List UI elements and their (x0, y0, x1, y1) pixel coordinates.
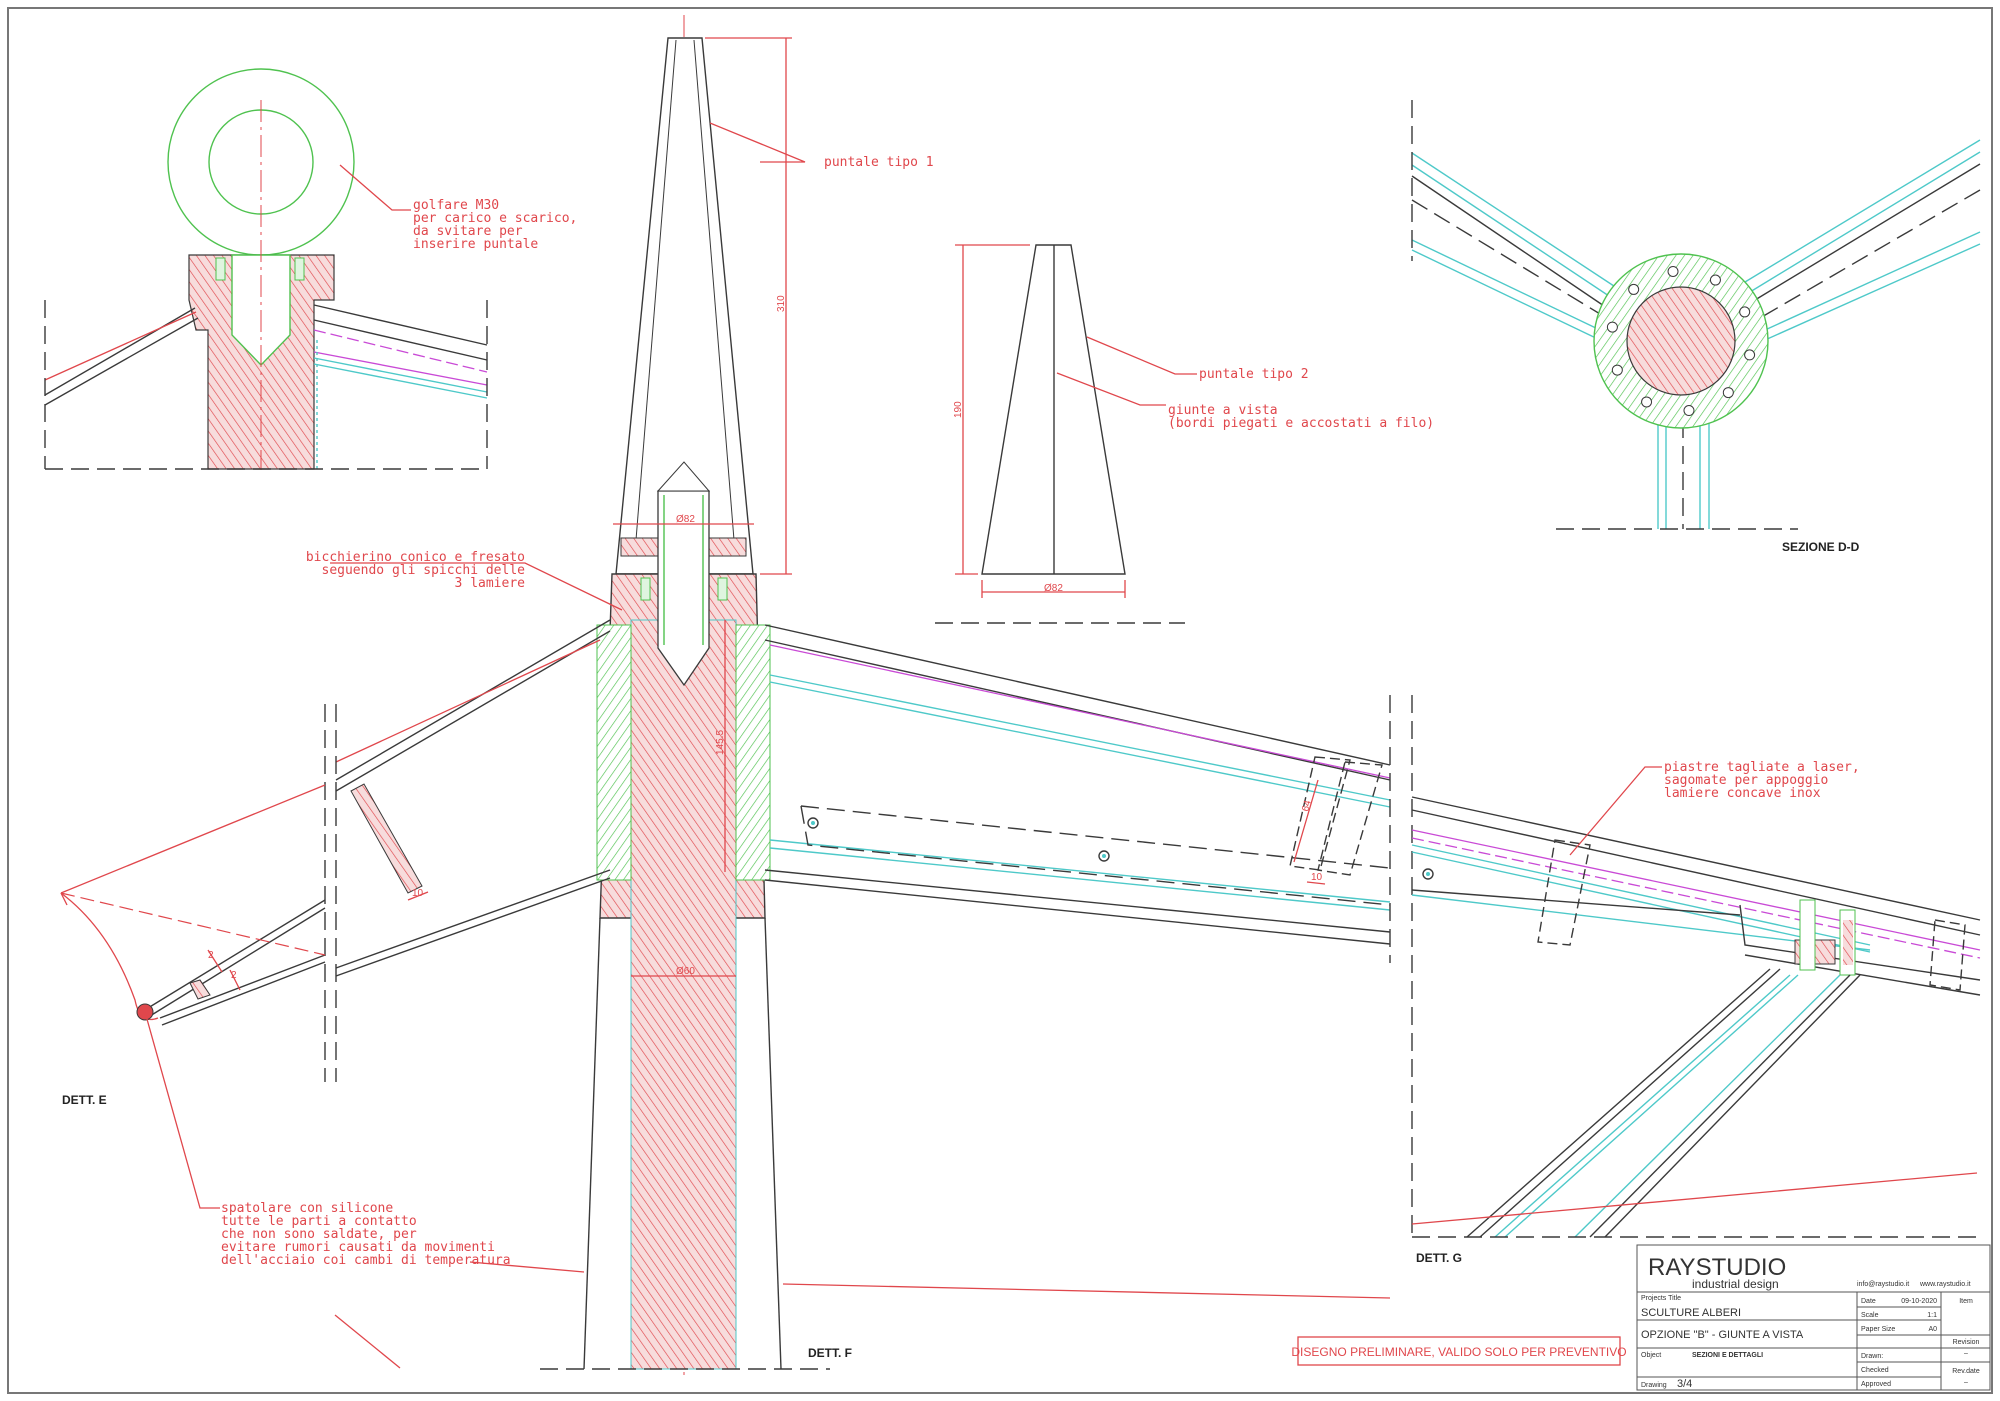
company-tagline: industrial design (1692, 1277, 1779, 1291)
bolt-hole (1667, 265, 1679, 277)
dim-gap-b: 2 (231, 970, 237, 981)
project-subtitle: OPZIONE "B" - GIUNTE A VISTA (1641, 1329, 1804, 1341)
right-arm: 64 10 (764, 624, 1391, 1299)
detail-g (1411, 695, 1981, 1238)
dim-height-tipo2: 190 (953, 401, 964, 418)
annotation-puntale-tipo-2: puntale tipo 2 (1199, 367, 1309, 382)
sheet-border (7, 7, 1993, 1394)
dim-plate-thk: 10 (1311, 872, 1323, 883)
dim-dia-tipo2: Ø82 (1044, 583, 1063, 594)
green-plate-right (735, 624, 771, 881)
hatched-strip (350, 783, 423, 894)
screw (294, 257, 305, 281)
note-line: che non sono saldate, per (221, 1227, 417, 1242)
note-line: per carico e scarico, (413, 211, 577, 226)
screw (215, 257, 226, 281)
annotation-puntale-tipo-1: puntale tipo 1 (824, 155, 934, 170)
note-line: inserire puntale (413, 237, 538, 252)
bolt-ring (1606, 265, 1756, 417)
section-pole (1626, 286, 1736, 396)
note-line: lamiere concave inox (1664, 786, 1821, 801)
annotation-giunte-line: giunte a vista (1168, 403, 1278, 418)
note-line: golfare M30 (413, 198, 499, 213)
note-line: evitare rumori causati da movimenti (221, 1240, 495, 1255)
rev-date-label: Rev.date (1952, 1368, 1980, 1375)
annotation-giunte-line: (bordi piegati e accostati a filo) (1168, 416, 1434, 431)
bolt-hole (1606, 321, 1618, 333)
company-email: info@raystudio.it (1857, 1281, 1909, 1288)
annotation-golfare: golfare M30 per carico e scarico, da svi… (413, 198, 577, 252)
paper-label: Paper Size (1861, 1326, 1895, 1333)
checked-label: Checked (1861, 1367, 1889, 1374)
bolt-hole (1709, 274, 1721, 286)
revision-label: Revision (1953, 1339, 1980, 1346)
item-label: Item (1959, 1298, 1973, 1305)
note-line: tutte le parti a contatto (221, 1214, 417, 1229)
annotation-bicchierino: bicchierino conico e fresato seguendo gl… (306, 550, 623, 611)
revision-value: – (1964, 1350, 1968, 1357)
label-dett-e: DETT. E (62, 1093, 107, 1107)
drawing-number: 3/4 (1677, 1378, 1692, 1390)
drawing-label: Drawing (1641, 1382, 1667, 1389)
note-line: bicchierino conico e fresato (306, 550, 525, 565)
dim-gap-a: 2 (208, 950, 214, 961)
rev-date-value: – (1964, 1379, 1968, 1386)
bolt-hole (1641, 396, 1653, 408)
dim-dia-top: Ø82 (676, 514, 695, 525)
label-dett-f: DETT. F (808, 1346, 852, 1360)
dim-socket-depth: 145.5 (715, 730, 726, 755)
hex-nut (656, 461, 711, 492)
note-line: 3 lamiere (455, 576, 526, 591)
note-line: sagomate per appoggio (1664, 773, 1828, 788)
approved-label: Approved (1861, 1381, 1891, 1388)
detail-golfare (44, 68, 488, 470)
label-dett-g: DETT. G (1416, 1251, 1462, 1265)
dim-dia-pole: Ø60 (676, 966, 695, 977)
dim-height-tipo1: 310 (776, 295, 787, 312)
project-label: Projects Title (1641, 1295, 1681, 1302)
detail-e: 10 2 2 (60, 619, 611, 1369)
notice-text: DISEGNO PRELIMINARE, VALIDO SOLO PER PRE… (1291, 1345, 1626, 1359)
bolt-hole (1739, 306, 1751, 318)
object-label: Object (1641, 1352, 1661, 1359)
scale-value: 1:1 (1927, 1312, 1937, 1319)
note-line: seguendo gli spicchi delle (322, 563, 526, 578)
bolt-hole (1683, 405, 1695, 417)
bolt-hole (1722, 387, 1734, 399)
project-title: SCULTURE ALBERI (1641, 1307, 1741, 1319)
spike-tipo-2: 190 Ø82 (935, 244, 1197, 624)
object-value: SEZIONI E DETTAGLI (1692, 1352, 1763, 1359)
preliminary-notice: DISEGNO PRELIMINARE, VALIDO SOLO PER PRE… (1291, 1336, 1627, 1366)
bolt-hole (1611, 364, 1623, 376)
green-plate-left (596, 624, 632, 881)
dim-strip-thk: 10 (412, 888, 424, 899)
note-line: dell'acciaio coi cambi di temperatura (221, 1253, 511, 1268)
detail-f-pole: Ø82 310 145.5 Ø60 (540, 15, 830, 1380)
title-block-text: RAYSTUDIO industrial design info@raystud… (1641, 1254, 1980, 1390)
scale-label: Scale (1861, 1312, 1879, 1319)
annotation-piastre: piastre tagliate a laser, sagomate per a… (1664, 760, 1860, 801)
paper-value: A0 (1928, 1326, 1937, 1333)
date-label: Date (1861, 1298, 1876, 1305)
label-sezione-dd: SEZIONE D-D (1782, 540, 1860, 554)
note-line: da svitare per (413, 224, 523, 239)
bolt-hole (1744, 349, 1756, 361)
pole-section (630, 619, 737, 1370)
title-block (1636, 1244, 1991, 1391)
company-logo: RAYSTUDIO (1648, 1254, 1786, 1281)
section-d-d (1411, 100, 1981, 530)
date-value: 09-10-2020 (1901, 1298, 1937, 1305)
note-line: spatolare con silicone (221, 1201, 393, 1216)
note-line: piastre tagliate a laser, (1664, 760, 1860, 775)
dim-plate-len: 64 (1300, 799, 1314, 813)
company-website: www.raystudio.it (1919, 1281, 1971, 1288)
drawn-label: Drawn: (1861, 1353, 1883, 1360)
annotation-spatolare: spatolare con silicone tutte le parti a … (221, 1201, 511, 1268)
bolt-hole (1628, 283, 1640, 295)
